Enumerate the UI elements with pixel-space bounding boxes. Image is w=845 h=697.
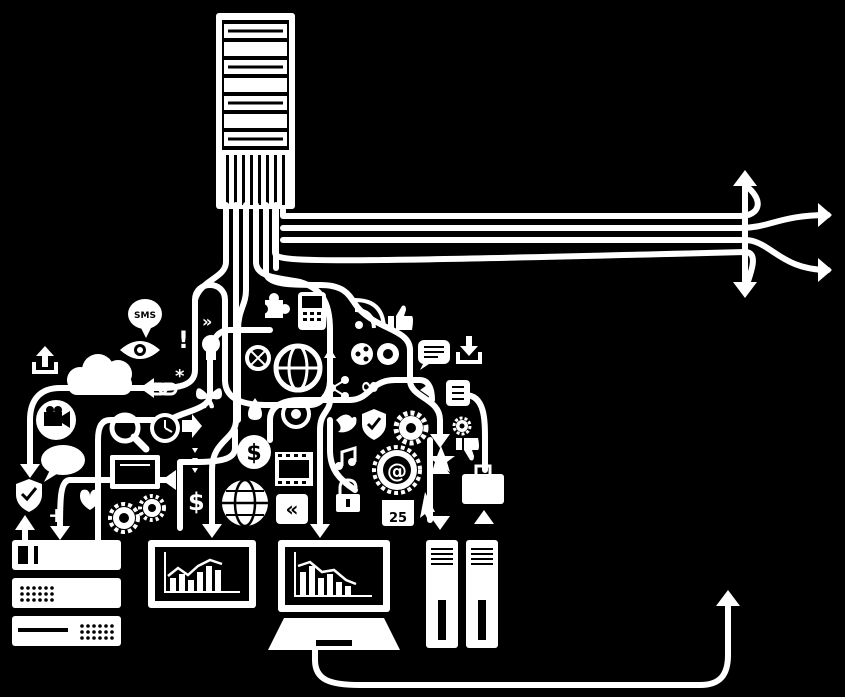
monitor-icon	[148, 540, 256, 608]
heart-icon	[80, 489, 100, 510]
lightbulb-icon	[202, 335, 220, 360]
puzzle-icon	[258, 293, 290, 318]
cloud-icon	[67, 354, 132, 395]
rss-icon	[354, 298, 386, 329]
laptop-icon	[268, 540, 400, 650]
magnifier-icon	[109, 412, 150, 453]
download-icon	[456, 336, 482, 364]
chart-icon	[164, 552, 240, 593]
at-label: @	[387, 459, 407, 483]
camera-icon	[36, 400, 76, 440]
server-unit-top	[12, 540, 121, 570]
arrow-icon	[733, 170, 832, 298]
exclaim-icon: !	[178, 326, 189, 354]
tower-server-icon	[466, 540, 498, 648]
gear-icon	[108, 494, 166, 534]
dollar-icon: $	[237, 435, 271, 469]
cursor-icon	[420, 492, 435, 522]
sms-label: SMS	[134, 311, 156, 321]
calendar-day: 25	[389, 511, 407, 526]
shield-check-icon	[362, 409, 386, 440]
butterfly-icon	[196, 388, 222, 409]
thumbs-up-icon	[388, 305, 413, 330]
forward-icon: »	[202, 312, 212, 331]
music-note-icon	[335, 445, 357, 470]
clock-icon	[150, 413, 180, 443]
film-strip-icon	[275, 452, 313, 486]
arrow-icon	[15, 378, 740, 606]
at-icon: @	[372, 445, 422, 495]
dollar-small-icon: $	[188, 488, 205, 516]
asterisk-icon: *	[175, 366, 185, 387]
shield-check-icon	[16, 479, 42, 512]
lifebuoy-icon	[377, 343, 399, 365]
arrow-icon	[182, 414, 202, 438]
bird-icon	[336, 414, 357, 433]
chat-bubble-icon	[41, 445, 85, 482]
star-icon	[427, 446, 455, 472]
chip-icon	[446, 380, 470, 406]
globe-icon	[222, 478, 268, 528]
padlock-icon	[336, 478, 360, 512]
infinity-icon: ∞	[360, 372, 380, 400]
server-rack-icon	[216, 13, 295, 209]
monitor-icon	[110, 455, 160, 489]
chat-bubble-icon	[418, 340, 450, 370]
arrow-icon	[324, 348, 336, 364]
server-unit-middle	[12, 578, 121, 608]
network-globe-icon	[273, 343, 323, 393]
gear-icon	[452, 416, 472, 436]
phone-icon	[298, 292, 326, 330]
server-unit-bottom	[12, 616, 121, 646]
briefcase-icon	[462, 464, 504, 504]
chevron-column-icon	[192, 448, 198, 473]
back-icon: «	[276, 494, 308, 524]
back-label: «	[286, 497, 299, 521]
share-circle-icon	[351, 343, 373, 365]
chart-icon	[294, 552, 372, 597]
calendar-icon: 25	[382, 500, 414, 526]
share-icon	[328, 376, 349, 400]
gear-icon	[393, 410, 429, 446]
link-icon	[148, 382, 178, 396]
thumbs-down-icon	[456, 438, 479, 461]
lifebuoy-icon	[245, 345, 271, 371]
tower-server-icon	[426, 540, 458, 648]
dollar-label: $	[246, 441, 261, 466]
target-icon	[281, 399, 311, 429]
plus-icon: +	[48, 503, 65, 527]
sms-bubble-icon: SMS	[128, 299, 162, 338]
eye-icon	[120, 341, 160, 359]
arrow-icon	[420, 383, 430, 397]
cable-bundle-right	[272, 182, 831, 293]
water-drop-icon	[248, 398, 262, 420]
upload-icon	[32, 346, 58, 374]
